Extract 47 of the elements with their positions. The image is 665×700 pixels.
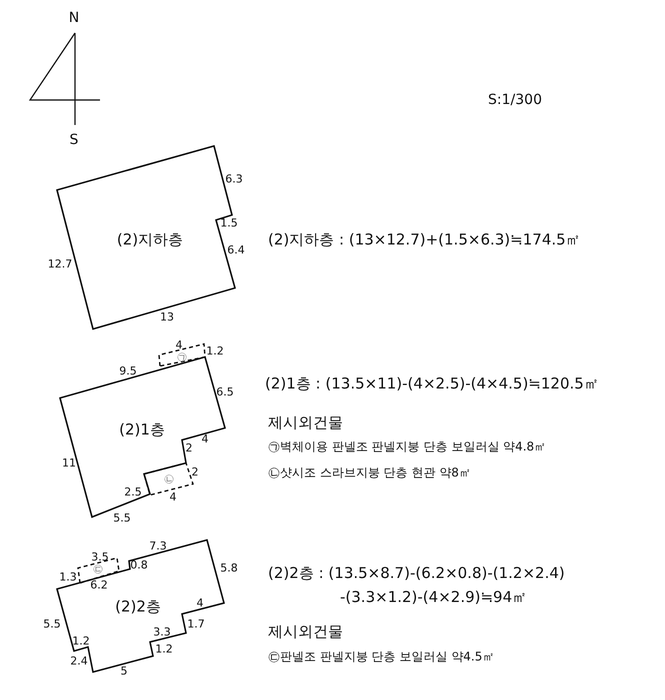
dimension-label: 4 (176, 338, 182, 352)
dimension-label: 1.3 (59, 570, 77, 584)
dimension-label: 6.2 (90, 578, 108, 592)
dimension-label: 6.3 (225, 172, 243, 186)
scale-note: S:1/300 (488, 92, 542, 108)
dimension-label: 1.2 (206, 344, 224, 358)
annex-mark: ㉠ (177, 351, 187, 364)
dimension-label: 0.8 (130, 558, 148, 572)
dimension-label: 1.2 (155, 642, 173, 656)
dimension-label: 5.5 (113, 512, 131, 524)
floor-name: (2)지하층 (116, 230, 184, 250)
area-formula: (2)2층 : (13.5×8.7)-(6.2×0.8)-(1.2×2.4) -(3.3×1.2)-(4×2.9)≒94㎡ (268, 563, 566, 608)
compass-letter: S (70, 132, 78, 148)
building-note: ㉡샷시조 스라브지붕 단층 현관 약8㎡ (268, 464, 471, 482)
building-note: ㉢판넬조 판넬지붕 단층 보일러실 약4.5㎡ (268, 648, 494, 666)
annex-mark: ㉢ (93, 563, 103, 576)
dimension-label: 6.4 (227, 244, 245, 256)
section-heading: 제시외건물 (268, 414, 343, 432)
dimension-label: 2 (186, 442, 192, 454)
dimension-label: 1.2 (72, 634, 90, 648)
dimension-label: 9.5 (119, 364, 137, 378)
dimension-label: 4 (202, 432, 208, 446)
floor-name: (2)2층 (115, 598, 161, 616)
dimension-label: 13 (160, 310, 174, 324)
dimension-label: 1.5 (220, 216, 238, 230)
dimension-label: 5.8 (220, 562, 238, 574)
building-note: ㉠벽체이용 판넬조 판넬지붕 단층 보일러실 약4.8㎡ (268, 438, 546, 456)
dimension-label: 2 (192, 466, 198, 478)
dimension-label: 4 (170, 490, 176, 504)
dimension-label: 3.5 (91, 550, 109, 564)
dimension-label: 2.5 (124, 486, 142, 498)
dimension-label: 12.7 (48, 258, 72, 270)
area-formula: (2)지하층 : (13×12.7)+(1.5×6.3)≒174.5㎡ (268, 230, 581, 250)
dimension-label: 3.3 (153, 626, 171, 638)
dimension-label: 7.3 (149, 540, 167, 552)
dimension-label: 5 (120, 664, 128, 678)
dimension-label: 5.5 (43, 618, 61, 630)
compass-letter: N (68, 10, 80, 26)
dimension-label: 11 (62, 456, 76, 470)
section-heading: 제시외건물 (268, 622, 343, 642)
dimension-label: 6.5 (216, 386, 234, 398)
annex-mark: ㉡ (164, 473, 174, 486)
dimension-label: 2.4 (70, 654, 88, 668)
area-formula: (2)1층 : (13.5×11)-(4×2.5)-(4×4.5)≒120.5㎡ (265, 374, 599, 394)
floor-name: (2)1층 (119, 420, 165, 440)
dimension-label: 4 (196, 596, 204, 610)
dimension-label: 1.7 (187, 618, 205, 630)
